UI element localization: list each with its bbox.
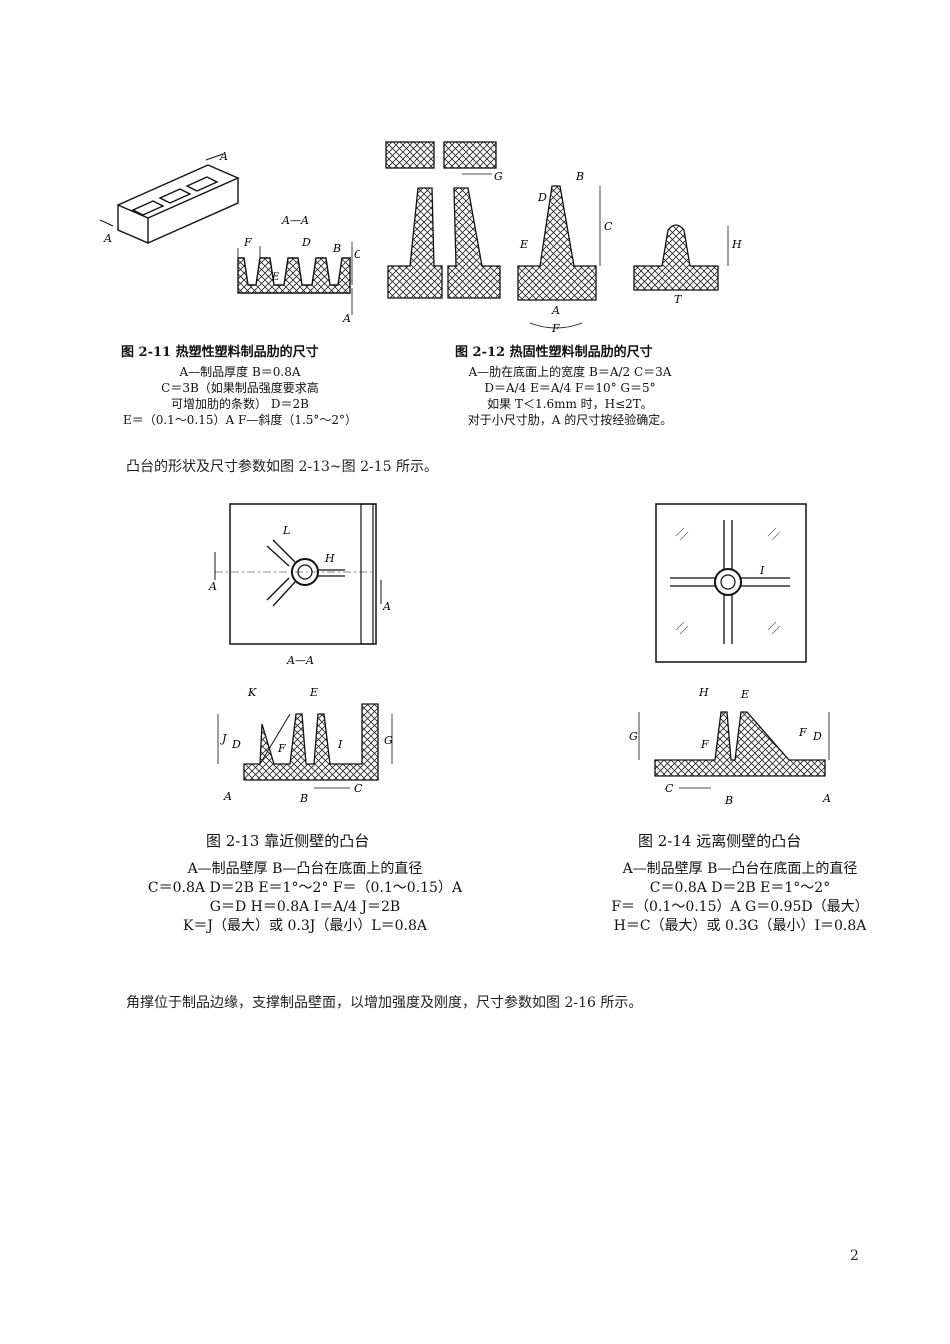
fig213-label-a: A xyxy=(223,790,232,803)
fig213-title: 图 2-13 靠近侧壁的凸台 xyxy=(206,832,370,850)
fig211-label-b: B xyxy=(332,242,341,255)
fig211-line-2: C＝3B（如果制品强度要求高 xyxy=(161,381,319,395)
fig212-title: 图 2-12 热固性塑料制品肋的尺寸 xyxy=(455,345,653,360)
fig211-section-label: A—A xyxy=(281,214,309,227)
fig214-caption: A—制品壁厚 B—凸台在底面上的直径 C＝0.8A D＝2B E＝1°～2° F… xyxy=(575,860,905,936)
fig214-line-3: F＝（0.1～0.15）A G＝0.95D（最大） xyxy=(611,899,869,915)
fig212-label-e: E xyxy=(519,238,528,251)
fig214-label-f-left: F xyxy=(700,738,709,751)
fig214-label-h: H xyxy=(698,686,709,699)
fig214-top-label-i: I xyxy=(759,564,765,577)
fig213-label-g: G xyxy=(384,734,393,747)
fig214-label-c: C xyxy=(665,782,674,795)
fig213-section-label: A—A xyxy=(286,654,314,667)
fig211-label-f: F xyxy=(243,236,252,249)
fig212-label-t: T xyxy=(674,293,683,306)
fig214-label-f-right: F xyxy=(798,726,807,739)
fig213-top-label-a-left: A xyxy=(208,580,217,593)
fig214-line-4: H＝C（最大）或 0.3G（最小）I＝0.8A xyxy=(613,918,867,934)
fig214-label-a: A xyxy=(822,792,831,805)
paragraph-gussets: 角撑位于制品边缘，支撑制品壁面，以增加强度及刚度，尺寸参数如图 2-16 所示。 xyxy=(126,995,643,1011)
fig214-label-g: G xyxy=(629,730,638,743)
fig211-label-d: D xyxy=(301,236,311,249)
fig213-top-label-h: H xyxy=(324,552,335,565)
fig213-line-4: K＝J（最大）或 0.3J（最小）L＝0.8A xyxy=(182,918,428,934)
fig211-iso-label-a-bottom: A xyxy=(103,232,112,245)
fig212-drawing: G B D C E A F H T xyxy=(385,141,742,335)
fig212-label-c: C xyxy=(604,220,613,233)
fig212-label-f: F xyxy=(551,322,560,335)
fig213-label-k: K xyxy=(247,686,257,699)
fig214-title: 图 2-14 远离侧壁的凸台 xyxy=(638,832,802,850)
fig214-label-d: D xyxy=(812,730,822,743)
fig211-label-e: E xyxy=(271,272,280,283)
fig214-section: H E G F F D C B A xyxy=(629,686,831,806)
fig211-line-3: 可增加肋的条数） D＝2B xyxy=(171,397,309,411)
fig213-section: K E J D F I G A B C xyxy=(217,686,393,805)
fig214-line-1: A—制品壁厚 B—凸台在底面上的直径 xyxy=(622,861,858,877)
fig213-label-i: I xyxy=(337,738,343,751)
fig211-label-c: C xyxy=(354,248,360,261)
fig213-caption: A—制品壁厚 B—凸台在底面上的直径 C＝0.8A D＝2B E＝1°～2° F… xyxy=(100,860,510,936)
fig212-line-4: 对于小尺寸肋，A 的尺寸按经验确定。 xyxy=(467,413,673,427)
fig211-line-4: E＝（0.1～0.15）A F—斜度（1.5°～2°） xyxy=(122,413,358,427)
fig214-top-view: I xyxy=(655,503,807,663)
fig212-label-a: A xyxy=(551,304,560,317)
fig212-line-2: D＝A/4 E＝A/4 F＝10° G＝5° xyxy=(484,381,656,395)
fig213-line-1: A—制品壁厚 B—凸台在底面上的直径 xyxy=(187,861,423,877)
fig213-label-b: B xyxy=(299,792,308,805)
fig213-label-j: J xyxy=(220,732,227,745)
fig211-isometric: A A xyxy=(99,150,240,245)
fig212-label-g: G xyxy=(494,170,503,183)
fig211-iso-label-a-top: A xyxy=(219,150,228,163)
fig213-label-c: C xyxy=(354,782,363,795)
fig211-title: 图 2-11 热塑性塑料制品肋的尺寸 xyxy=(121,345,319,360)
fig212-label-h: H xyxy=(731,238,742,251)
fig213-top-view: L H A A A—A xyxy=(208,503,391,667)
fig213-label-d: D xyxy=(231,738,241,751)
fig211-section: A—A F D B C E A xyxy=(237,214,360,325)
fig212-label-b: B xyxy=(575,170,584,183)
fig214-label-b: B xyxy=(724,794,733,806)
fig213-top-label-a-right: A xyxy=(382,600,391,613)
fig213-label-e: E xyxy=(309,686,318,699)
page-number: 2 xyxy=(850,1248,859,1264)
fig213-line-2: C＝0.8A D＝2B E＝1°～2° F＝（0.1～0.15）A xyxy=(147,880,463,896)
fig214-line-2: C＝0.8A D＝2B E＝1°～2° xyxy=(649,880,831,896)
fig211-line-1: A—制品厚度 B＝0.8A xyxy=(179,365,301,379)
paragraph-bosses: 凸台的形状及尺寸参数如图 2-13~图 2-15 所示。 xyxy=(126,459,438,475)
fig212-line-3: 如果 T＜1.6mm 时，H≤2T。 xyxy=(487,397,653,411)
fig213-label-f: F xyxy=(277,742,286,755)
fig213-line-3: G＝D H＝0.8A I＝A/4 J＝2B xyxy=(209,899,401,915)
fig212-line-1: A—肋在底面上的宽度 B＝A/2 C＝3A xyxy=(468,365,672,379)
fig213-top-label-l: L xyxy=(282,524,290,537)
fig211-caption: A—制品厚度 B＝0.8A C＝3B（如果制品强度要求高 可增加肋的条数） D＝… xyxy=(100,364,380,428)
fig211-label-a: A xyxy=(342,312,351,325)
fig214-label-e: E xyxy=(740,688,749,701)
fig212-caption: A—肋在底面上的宽度 B＝A/2 C＝3A D＝A/4 E＝A/4 F＝10° … xyxy=(430,364,710,428)
fig212-label-d: D xyxy=(537,191,547,204)
